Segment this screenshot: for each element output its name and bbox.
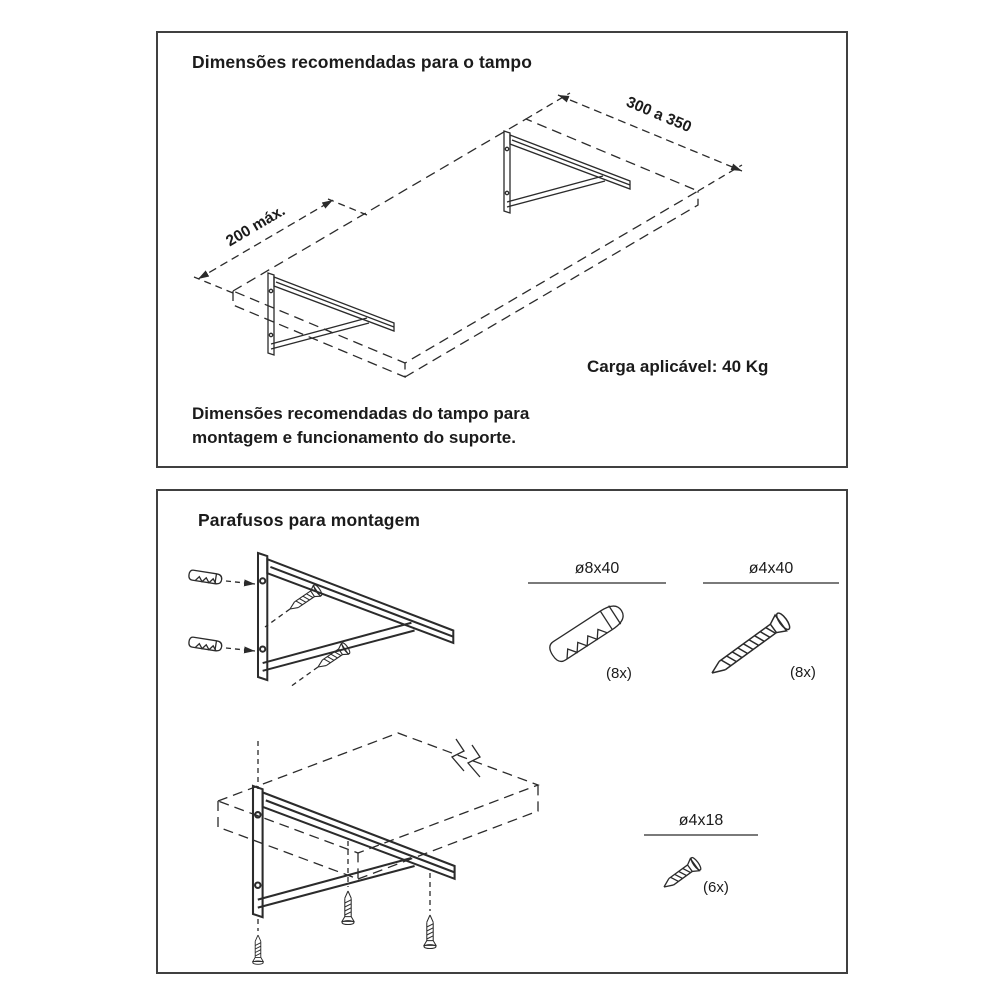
panel2-title: Parafusos para montagem [198,510,421,530]
dimension-depth-arrow [197,199,334,280]
screw-spec-o4x40: ø4x40 (8x) [703,560,839,682]
wall-plug-drawing [546,600,629,666]
screw-leader-1 [264,608,291,628]
mounting-view [216,732,540,965]
long-screw-drawing [705,610,793,682]
mounting-screws-diagram: ø8x40 (8x) ø4x40 (8x) [187,551,839,965]
spec2-qty-label: (8x) [790,664,816,681]
spec1-size-label: ø8x40 [575,560,620,577]
tabletop-dimensions-diagram: 300 a 350 200 máx. [193,92,743,378]
caption-line-1: Dimensões recomendadas do tampo para [192,404,530,423]
bracket-exploded-view [187,551,455,688]
spec3-qty-label: (6x) [703,879,729,896]
wall-plug-exploded-2 [187,635,224,653]
short-screw-drawing [658,855,703,894]
spec1-qty-label: (8x) [606,665,632,682]
screw-spec-o4x18: ø4x18 (6x) [644,812,758,896]
break-mark-1 [450,738,465,772]
load-capacity-label: Carga aplicável: 40 Kg [587,357,769,376]
tabletop-left-thickness [232,291,406,378]
dimension-width-label: 300 a 350 [624,94,694,136]
tabletop-top-face [231,118,700,364]
screw-spec-o8x40: ø8x40 (8x) [528,560,666,682]
wall-plug-exploded-1 [187,568,224,586]
exploded-screw-2 [313,641,352,673]
bracket-mounted [251,784,456,919]
dimension-width-ext-2 [697,164,743,192]
dimension-depth-ext-1 [193,276,234,294]
mounting-screw-2 [423,914,437,950]
mounting-screw-1 [341,890,355,926]
panel-dimensions: Dimensões recomendadas para o tampo [156,31,848,468]
panel1-title: Dimensões recomendadas para o tampo [192,52,532,72]
caption-line-2: montagem e funcionamento do suporte. [192,428,516,448]
panel-screws: Parafusos para montagem [156,489,848,974]
mounting-top-face [216,732,540,854]
mounting-tabletop-outline [216,732,540,880]
panel1-caption: Dimensões recomendadas do tampo para mon… [192,402,529,450]
spec3-size-label: ø4x18 [679,812,724,829]
exploded-screw-1 [285,583,324,615]
dimension-depth-ext-2 [327,198,368,216]
mounting-right-thickness [357,785,539,880]
spec2-size-label: ø4x40 [749,560,794,577]
mounting-screw-3 [252,934,264,965]
dimension-depth-label: 200 máx. [223,202,288,250]
break-mark-2 [466,744,481,778]
mounting-left-thickness [217,801,359,880]
screw-leader-2 [289,666,319,688]
dimension-width: 300 a 350 [525,92,743,192]
bracket-rear [503,130,631,214]
bracket-exploded [256,551,455,682]
dimension-width-arrow [557,94,743,172]
tabletop-right-thickness [404,191,699,378]
plug-leader-2 [225,646,256,654]
plug-leader-1 [225,579,256,587]
tabletop-outline [231,118,700,378]
